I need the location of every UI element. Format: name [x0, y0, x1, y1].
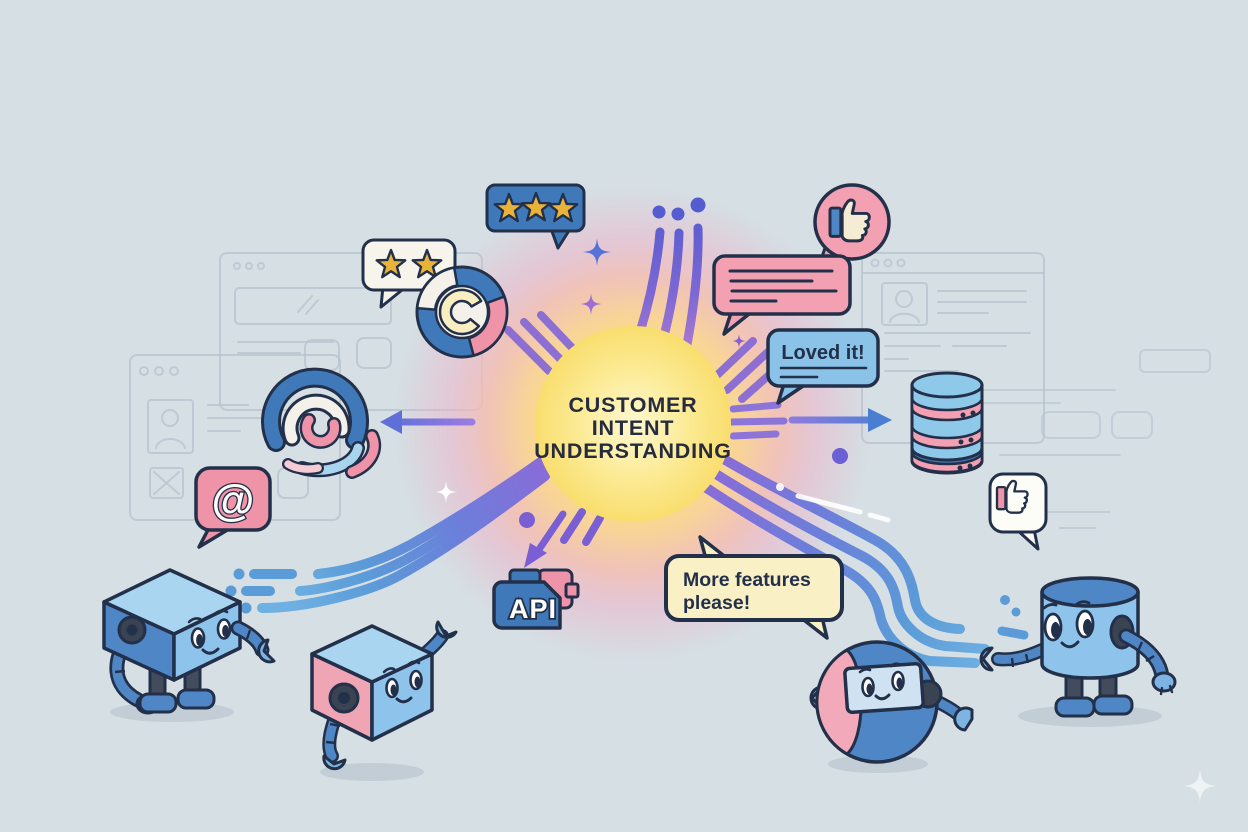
robot-face — [858, 662, 905, 701]
stream-left — [257, 443, 565, 613]
robot-hand — [322, 754, 347, 771]
sphere-robot — [809, 640, 974, 773]
loved-it-text: Loved it! — [781, 342, 864, 364]
cube-robot-walking — [102, 568, 276, 722]
rays-down — [560, 508, 604, 546]
rays-right — [727, 401, 788, 440]
stream-highlight-dot — [776, 483, 784, 491]
mention-at-bubble: @ — [194, 466, 272, 549]
robot-boot — [176, 688, 216, 710]
stream-right-highlights — [795, 493, 891, 523]
wireframe-browser-windows — [129, 252, 1211, 529]
feature-request-bubble: More features please! — [664, 535, 844, 640]
robot-shadow — [828, 755, 928, 773]
swirl-icon — [261, 367, 382, 479]
loved-it-underlines — [779, 366, 868, 379]
accent-dot — [519, 512, 535, 528]
feature-request-line2: please! — [683, 592, 750, 614]
right-arrow — [788, 408, 892, 432]
sparkles — [435, 238, 1217, 803]
loved-it-bubble: Loved it! — [766, 328, 880, 405]
thumbs-up-icon — [828, 198, 871, 243]
stream-right-speedmarks — [997, 595, 1029, 640]
stream-left-speedmarks — [241, 569, 297, 596]
donut-chart-icon — [415, 265, 509, 359]
speed-dot — [233, 568, 245, 580]
api-plugin-icon: API — [492, 568, 580, 630]
right-arrowhead — [868, 408, 892, 432]
center-title-line3: UNDERSTANDING — [534, 439, 732, 463]
at-symbol: @ — [212, 476, 255, 525]
sun-core — [535, 326, 731, 522]
message-text-lines — [728, 269, 838, 303]
api-label: API — [509, 594, 557, 624]
stream-dot — [671, 207, 685, 221]
robot-open-hand — [257, 638, 276, 664]
accent-dot — [832, 448, 848, 464]
robot-boot — [138, 692, 178, 714]
three-star-review-bubble — [485, 183, 586, 250]
stream-dot — [690, 197, 706, 213]
robot-shadow — [320, 763, 424, 781]
robot-claw — [979, 646, 994, 672]
database-band — [910, 424, 984, 450]
feedback-message-bubble — [712, 254, 852, 336]
left-arrow — [380, 410, 476, 434]
wireframe-window-right — [974, 349, 1211, 529]
database-band — [910, 450, 984, 474]
robot-visor — [843, 661, 925, 715]
center-title: CUSTOMER INTENT UNDERSTANDING — [534, 393, 732, 463]
center-title-line1: CUSTOMER — [568, 393, 697, 417]
thumbs-up-bubble — [988, 472, 1048, 551]
left-arrowhead — [380, 410, 402, 434]
speed-dot — [225, 585, 237, 597]
robot-face — [382, 660, 423, 704]
robot-open-hand — [435, 620, 458, 639]
database-icon — [910, 371, 984, 475]
donut-inner-arc — [438, 288, 483, 336]
down-arrow — [524, 510, 567, 568]
feature-request-line1: More features — [683, 569, 811, 591]
cube-robot-floating — [310, 620, 458, 781]
speed-dot — [240, 602, 252, 614]
down-arrowhead — [524, 543, 547, 568]
thumbs-up-icon — [995, 479, 1029, 514]
robot-face — [187, 609, 232, 655]
robot-claw — [953, 706, 974, 732]
robot-face — [1042, 600, 1095, 649]
robot-boot — [1092, 694, 1134, 716]
database-lights — [957, 410, 976, 471]
center-title-line2: INTENT — [592, 416, 674, 440]
cylinder-robot — [979, 576, 1177, 727]
robot-boot — [1054, 696, 1096, 718]
stream-top — [635, 223, 703, 355]
stream-dot — [652, 205, 666, 219]
